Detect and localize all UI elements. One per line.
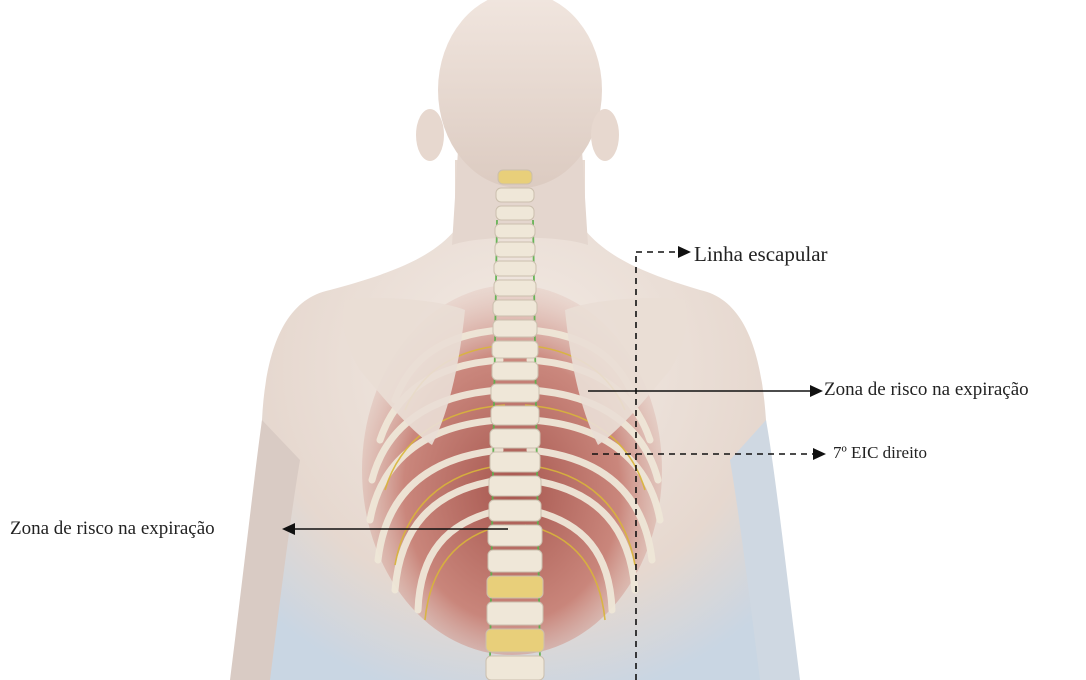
label-zona-risco-left: Zona de risco na expiração bbox=[10, 519, 215, 538]
label-eic-direito: 7º EIC direito bbox=[833, 444, 927, 461]
label-linha-escapular: Linha escapular bbox=[694, 244, 828, 265]
arrowhead-zona-right bbox=[810, 385, 823, 397]
head bbox=[438, 0, 602, 188]
left-ear bbox=[416, 109, 444, 161]
spine bbox=[486, 170, 544, 680]
arrowhead-eic bbox=[813, 448, 826, 460]
right-ear bbox=[591, 109, 619, 161]
arrowhead-linha bbox=[678, 246, 691, 258]
label-zona-risco-right: Zona de risco na expiração bbox=[824, 380, 1029, 399]
